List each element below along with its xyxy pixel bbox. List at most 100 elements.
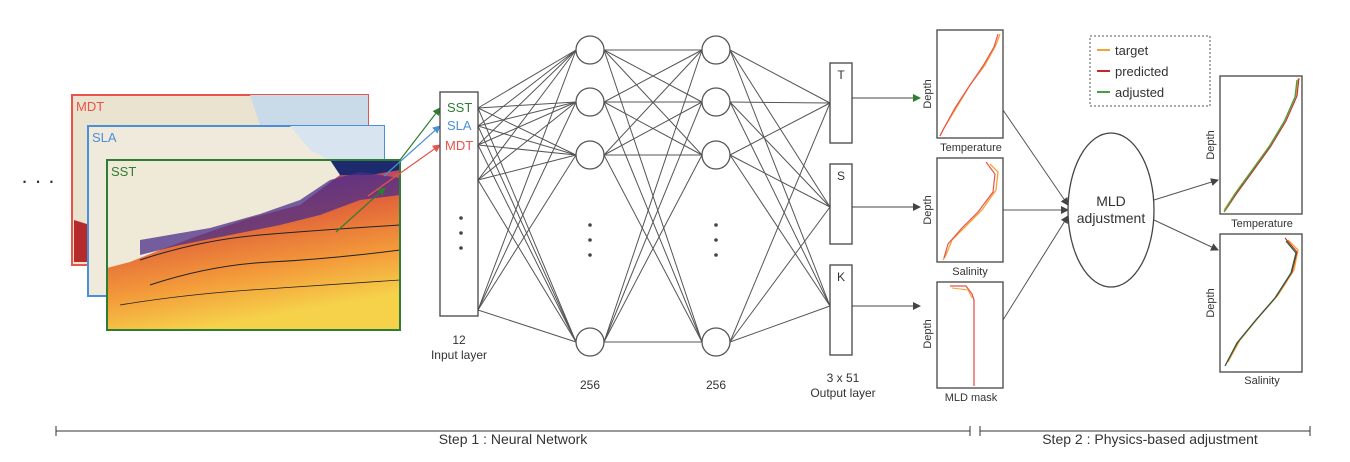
connection-line (477, 154, 577, 181)
legend-label-adjusted: adjusted (1115, 85, 1164, 100)
input-layer: SST SLA MDT 12 Input layer (431, 91, 487, 362)
connection-line (603, 49, 703, 156)
hidden1-node (575, 87, 605, 117)
connection-line (603, 49, 703, 103)
legend-label-target: target (1115, 43, 1149, 58)
input-layer-size: 12 (452, 333, 466, 347)
adjusted-plot-temperature: Depth Temperature (1205, 75, 1303, 230)
connection-line (729, 101, 831, 104)
input-label-sla: SLA (447, 118, 472, 133)
hidden2-node (701, 140, 731, 170)
profile-temperature-title: Temperature (940, 142, 1002, 154)
connection-line (477, 101, 577, 311)
hidden2-dot (714, 238, 718, 242)
arrow-mdt-to-input (367, 144, 441, 197)
hidden2-node (701, 35, 731, 65)
profile-plot-mld-mask: Depth MLD mask (922, 281, 1004, 404)
connection-line (477, 49, 577, 311)
hidden1-node (575, 140, 605, 170)
output-node-t (829, 62, 853, 144)
sample-point-arrow (335, 187, 386, 233)
input-dot (459, 216, 463, 220)
connection-line (729, 154, 831, 307)
connection-line (477, 101, 577, 146)
output-layer-size: 3 x 51 (827, 371, 860, 385)
connection-line (729, 101, 831, 307)
hidden1-dot (588, 253, 592, 257)
connection-line (729, 102, 831, 343)
adjusted-temperature-title: Temperature (1231, 218, 1293, 230)
input-label-sst: SST (447, 100, 472, 115)
hidden1-node (575, 35, 605, 65)
connection-line (603, 101, 703, 343)
mld-adjustment-line1: MLD (1096, 193, 1126, 209)
hidden-layer-1: 256 (575, 35, 605, 392)
connection-line (477, 309, 577, 343)
connection-line (603, 49, 703, 343)
map-label-mdt: MDT (76, 99, 104, 114)
network-connections (477, 49, 831, 343)
connection-line (477, 101, 577, 109)
connection-line (477, 49, 577, 109)
connection-line (477, 179, 577, 343)
connection-line (477, 144, 577, 343)
mld-adjustment-line2: adjustment (1077, 210, 1146, 226)
profile-temperature-depth: Depth (922, 79, 934, 108)
hidden1-dot (588, 223, 592, 227)
map-label-sla: SLA (92, 130, 117, 145)
output-node-k (829, 264, 853, 356)
connection-line (477, 107, 577, 156)
adjusted-temperature-depth: Depth (1205, 130, 1217, 159)
input-dot (459, 231, 463, 235)
output-label-s: S (837, 169, 845, 183)
arrow-mld-mask-to-mld (1002, 215, 1069, 321)
arrow-mld-to-temperature (1153, 178, 1219, 201)
connection-line (603, 101, 703, 156)
connection-line (729, 102, 831, 156)
profile-mld-depth: Depth (922, 319, 934, 348)
connection-line (603, 154, 703, 343)
hidden1-node (575, 327, 605, 357)
hidden2-size: 256 (706, 378, 726, 392)
output-layer: T S K 3 x 51 Output layer (810, 62, 876, 400)
hidden2-dot (714, 223, 718, 227)
connection-line (729, 305, 831, 343)
left-ellipsis: · · · (21, 168, 55, 193)
output-layer-name: Output layer (810, 386, 875, 400)
arrow-sla-to-input (383, 125, 441, 177)
connection-line (477, 101, 577, 127)
connection-line (477, 49, 577, 146)
input-dot (459, 246, 463, 250)
hidden-layer-2: 256 (701, 35, 731, 392)
legend: target predicted adjusted (1089, 35, 1211, 107)
step-2-label: Step 2 : Physics-based adjustment (1042, 431, 1258, 447)
mld-adjustment-node: MLD adjustment (1067, 132, 1155, 288)
hidden1-size: 256 (580, 378, 600, 392)
adjusted-salinity-depth: Depth (1205, 288, 1217, 317)
legend-label-predicted: predicted (1115, 64, 1168, 79)
hidden2-node (701, 327, 731, 357)
hidden2-dot (714, 253, 718, 257)
connection-line (477, 154, 577, 311)
arrow-sst-to-input (399, 107, 441, 161)
connection-line (729, 101, 831, 208)
profile-plot-temperature: Depth Temperature (922, 29, 1004, 154)
connection-line (729, 206, 831, 343)
output-node-s (829, 163, 853, 245)
profile-plot-salinity: Depth Salinity (922, 157, 1004, 278)
profile-salinity-title: Salinity (952, 266, 988, 278)
profile-salinity-depth: Depth (922, 195, 934, 224)
adjusted-salinity-title: Salinity (1244, 375, 1280, 387)
input-label-mdt: MDT (445, 138, 473, 153)
step-1-label: Step 1 : Neural Network (439, 431, 589, 447)
map-label-sst: SST (111, 164, 136, 179)
connection-line (477, 49, 577, 181)
adjusted-plot-salinity: Depth Salinity (1205, 233, 1303, 387)
connection-line (477, 49, 577, 127)
step-1-bracket: Step 1 : Neural Network (55, 426, 971, 447)
output-label-t: T (837, 68, 845, 82)
output-label-k: K (837, 270, 845, 284)
hidden1-dot (588, 238, 592, 242)
connection-line (729, 49, 831, 307)
